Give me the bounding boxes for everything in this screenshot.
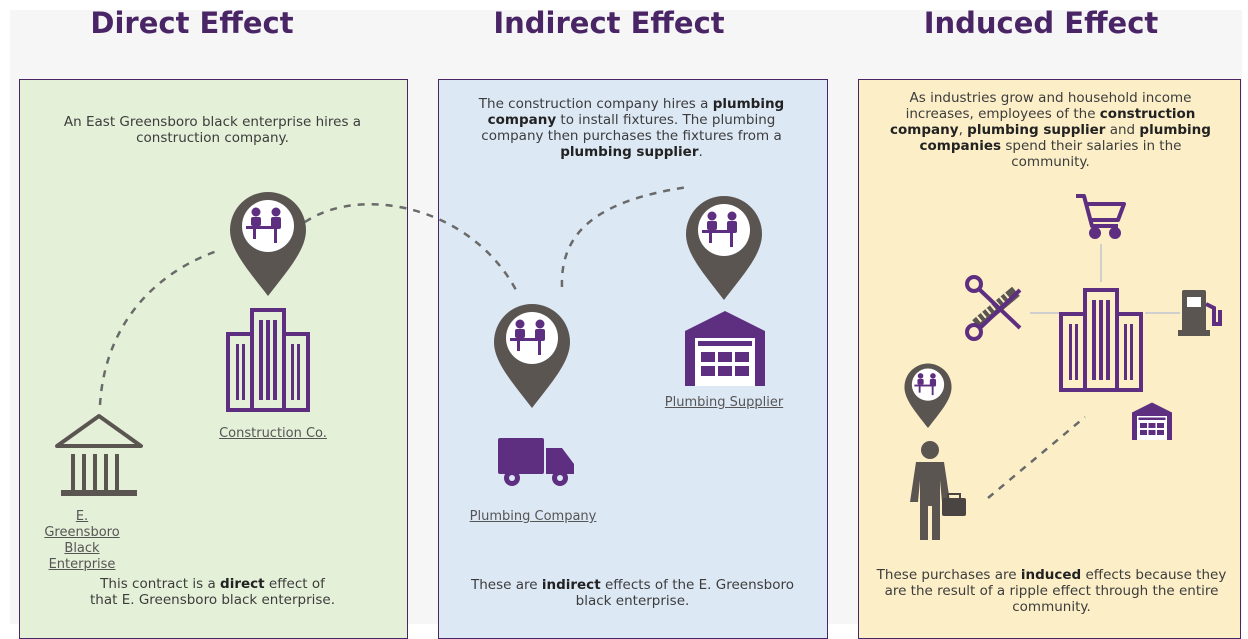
construction-co-label: Construction Co.	[219, 426, 327, 441]
gas-pump-icon	[1178, 290, 1222, 336]
truck-icon	[498, 438, 574, 486]
construction-location-pin-icon	[230, 192, 306, 296]
direct-effect-panel: An East Greensboro black enterprise hire…	[19, 79, 408, 639]
scissors-comb-icon	[965, 275, 1022, 341]
enterprise-label: E. Greensboro Black Enterprise	[44, 509, 120, 572]
warehouse-icon	[685, 311, 765, 386]
shopping-cart-icon	[1076, 194, 1126, 239]
connector-lines	[98, 185, 1086, 499]
indirect-intro-text: The construction company hires a plumbin…	[478, 96, 785, 160]
induced-effect-heading: Induced Effect	[923, 6, 1159, 40]
diagram-graphics	[55, 185, 1222, 540]
plumbing-company-location-pin-icon	[494, 304, 570, 408]
worker-icon	[910, 441, 966, 540]
induced-footer-text: These purchases are induced effects beca…	[876, 567, 1227, 615]
induced-effect-panel: As industries grow and household income …	[858, 79, 1241, 639]
plumbing-company-label: Plumbing Company	[469, 509, 597, 524]
hub-lines	[1030, 244, 1180, 314]
bank-icon	[55, 414, 143, 496]
indirect-effect-heading: Indirect Effect	[493, 6, 725, 40]
construction-building-icon	[226, 308, 310, 412]
indirect-footer-text: These are indirect effects of the E. Gre…	[470, 577, 795, 609]
direct-effect-heading: Direct Effect	[90, 6, 294, 40]
direct-intro-text: An East Greensboro black enterprise hire…	[63, 114, 362, 146]
plumbing-supplier-location-pin-icon	[686, 196, 762, 300]
plumbing-supplier-label: Plumbing Supplier	[664, 395, 784, 410]
induced-building-icon	[1059, 288, 1143, 392]
induced-warehouse-icon	[1132, 402, 1172, 440]
direct-footer-text: This contract is a direct effect of that…	[90, 576, 336, 608]
induced-intro-text: As industries grow and household income …	[890, 90, 1211, 170]
induced-location-pin-icon	[904, 363, 952, 428]
